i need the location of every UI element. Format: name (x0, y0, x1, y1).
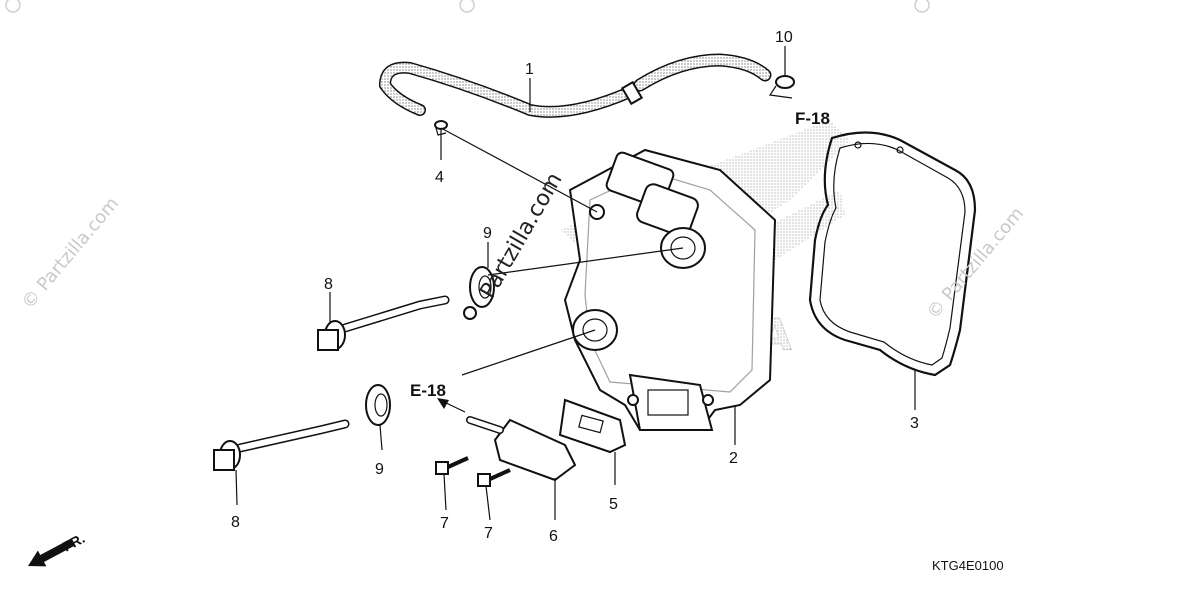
small-clip (434, 120, 448, 136)
cover-bolt-lower (213, 419, 350, 471)
diagram-code: KTG4E0100 (932, 558, 1004, 573)
callout-part-4: 4 (435, 169, 444, 186)
tube-clip (768, 75, 795, 99)
callout-part-7-right: 7 (484, 525, 493, 542)
breather-separator (466, 416, 577, 482)
breather-tube (378, 53, 772, 118)
callout-part-2: 2 (729, 450, 738, 467)
callout-part-8-lower: 8 (231, 514, 240, 531)
watermark-left: © Partzilla.com (18, 193, 123, 313)
front-arrow-icon (28, 538, 75, 567)
watermark-right: © Partzilla.com (923, 203, 1028, 323)
cover-bolt-upper (317, 295, 450, 351)
small-bolt-right (477, 468, 511, 487)
callout-part-8-upper: 8 (324, 276, 333, 293)
seal-washer-upper (463, 266, 495, 320)
callout-part-7-left: 7 (440, 515, 449, 532)
separator-gasket (558, 398, 627, 454)
small-bolt-left (435, 456, 469, 475)
cylinder-head-cover (563, 148, 777, 431)
callout-part-9-lower: 9 (375, 461, 384, 478)
ref-e18-label: E-18 (410, 381, 446, 400)
leader-lines (235, 46, 916, 521)
copyright-icon (5, 0, 930, 13)
ref-f18-label: F-18 (795, 109, 830, 128)
callout-part-1: 1 (525, 61, 534, 78)
callout-part-10: 10 (775, 29, 793, 46)
callout-part-3: 3 (910, 415, 919, 432)
head-cover-gasket (808, 131, 977, 377)
callout-part-5: 5 (609, 496, 618, 513)
callout-part-9-upper: 9 (483, 225, 492, 242)
seal-washer-lower (365, 384, 391, 426)
callout-part-6: 6 (549, 528, 558, 545)
